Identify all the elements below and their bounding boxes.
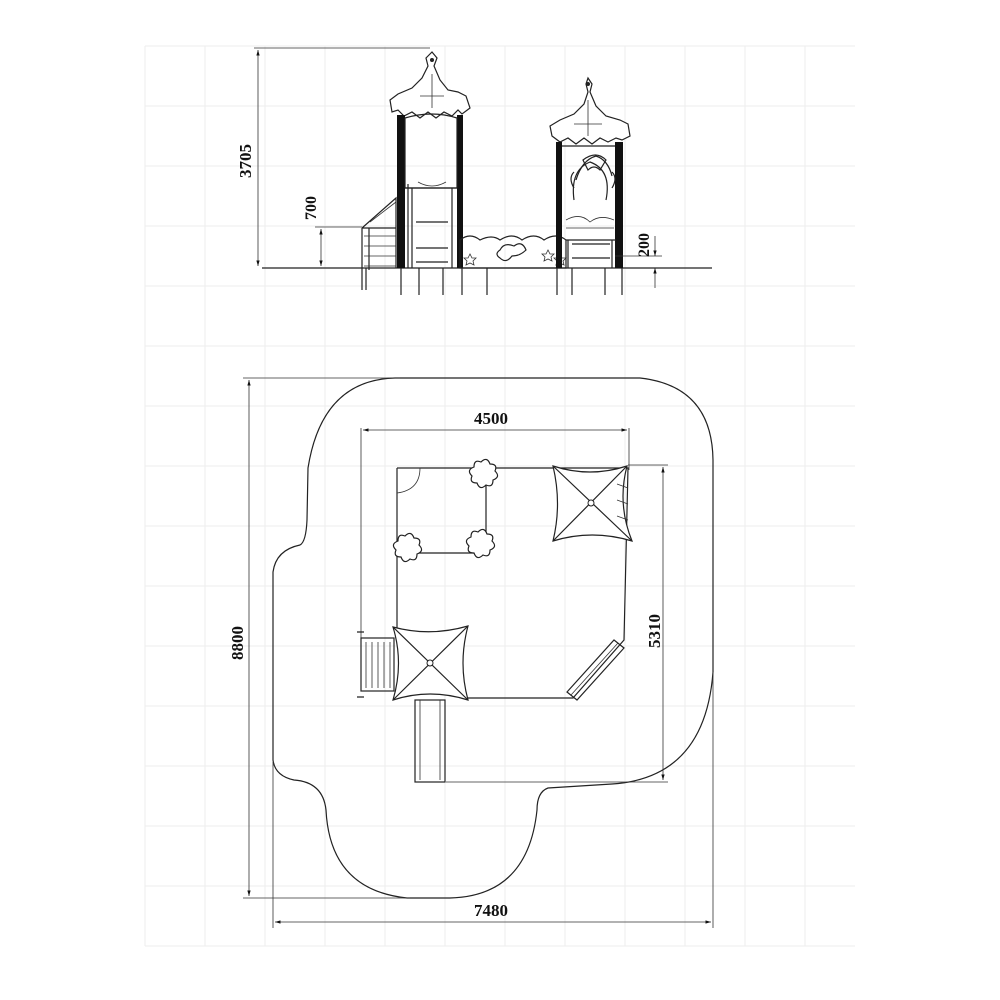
plan-view: 4500 <box>228 377 714 928</box>
bridge-panel <box>459 235 567 269</box>
dim-inner-width: 4500 <box>360 409 630 640</box>
dim-label-inner-depth: 5310 <box>645 614 664 648</box>
left-roof-plan <box>392 625 469 701</box>
dim-total-height: 3705 <box>236 47 430 266</box>
right-tower-body <box>556 142 623 268</box>
dim-label-zone-width: 7480 <box>474 901 508 920</box>
safety-zone-outline <box>272 377 714 899</box>
dim-label-zone-depth: 8800 <box>228 626 247 660</box>
diagonal-slide-plan <box>566 639 625 701</box>
dim-low-platform: 200 <box>615 233 662 288</box>
dim-platform-height: 700 <box>303 196 362 266</box>
dim-inner-depth: 5310 <box>446 464 668 783</box>
left-tower-body <box>397 113 463 268</box>
ladder-plan <box>357 631 395 698</box>
dim-zone-depth: 8800 <box>228 377 410 899</box>
elevation-view: 3705 700 200 <box>236 47 712 295</box>
background-grid <box>144 45 855 947</box>
dim-label-inner-width: 4500 <box>474 409 508 428</box>
slide-plan <box>414 699 446 783</box>
left-tower-roof <box>389 51 471 119</box>
dim-zone-width: 7480 <box>272 672 714 928</box>
star-pads <box>392 458 499 563</box>
dim-label-total-height: 3705 <box>236 144 255 178</box>
right-roof-plan <box>552 465 634 542</box>
dim-label-low-platform: 200 <box>636 233 653 257</box>
left-ladder <box>361 196 397 290</box>
right-tower-roof <box>549 76 631 145</box>
dim-label-platform-height: 700 <box>303 196 320 220</box>
support-legs <box>365 268 623 295</box>
